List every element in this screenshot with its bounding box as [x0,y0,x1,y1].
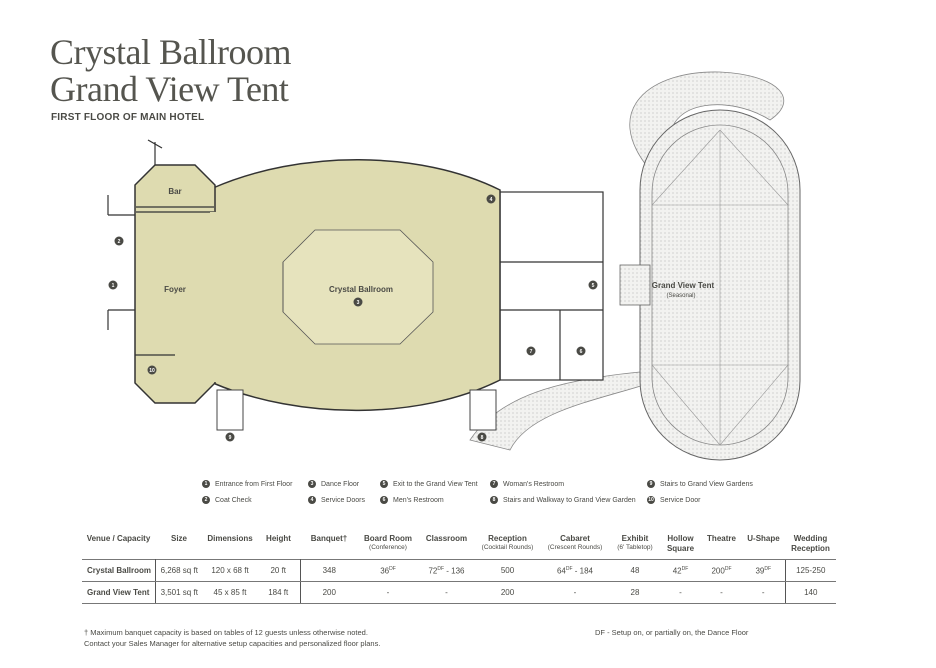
column-header: Classroom [425,534,468,543]
table-cell: 36DF [358,559,418,582]
column-header: Size [170,534,187,543]
svg-text:5: 5 [592,283,595,289]
footnotes: † Maximum banquet capacity is based on t… [84,627,380,649]
ballroom-label: Crystal Ballroom [329,285,393,294]
table-cell: 64DF - 184 [540,559,610,582]
svg-text:4: 4 [490,197,493,203]
table-cell: 72DF - 136 [418,559,475,582]
walkway [469,371,662,451]
svg-text:8: 8 [481,435,484,441]
column-header: Wedding Reception [791,534,830,553]
grand-view-tent [619,109,801,461]
table-cell: 3,501 sq ft [155,581,203,604]
table-cell: 45 x 85 ft [203,581,257,604]
table-cell: - [358,581,418,604]
footnote-banquet: † Maximum banquet capacity is based on t… [84,628,368,637]
table-cell: 348 [300,559,358,582]
table-cell: 48 [610,559,660,582]
plan-markers: 1 2 3 4 5 6 7 8 9 10 [108,194,598,442]
table-cell: 42DF [660,559,701,582]
table-cell: 140 [784,581,836,604]
tent-note: (Seasonal) [666,293,695,299]
column-header: Dimensions [207,534,253,543]
column-header: Exhibit(6' Tabletop) [617,534,653,551]
svg-text:10: 10 [149,368,155,374]
foyer-area [134,164,216,404]
svg-text:6: 6 [580,349,583,355]
table-cell: 6,268 sq ft [155,559,203,582]
table-cell: - [742,581,785,604]
table-cell: - [660,581,701,604]
table-cell: - [540,581,610,604]
svg-text:9: 9 [229,435,232,441]
table-cell: 20 ft [257,559,301,582]
table-cell: 125-250 [784,559,836,582]
title-line-1: Crystal Ballroom [50,32,291,72]
venue-name: Grand View Tent [82,581,156,604]
svg-text:3: 3 [357,300,360,306]
table-cell: 200DF [701,559,742,582]
foyer-label: Foyer [164,285,186,294]
tent-label: Grand View Tent [652,281,715,290]
table-cell: 120 x 68 ft [203,559,257,582]
page-title: Crystal Ballroom Grand View Tent [50,34,291,108]
column-header: Height [266,534,291,543]
service-area [499,191,604,381]
column-header: U-Shape [747,534,780,543]
floor-plan: Bar Foyer Crystal Ballroom Grand View Te… [107,71,801,461]
venue-name: Crystal Ballroom [82,559,156,582]
table-cell: 200 [300,581,358,604]
page-subtitle: FIRST FLOOR OF MAIN HOTEL [51,112,205,123]
tent-garden-walkway [629,71,785,171]
table-cell: - [418,581,475,604]
table-cell: 184 ft [257,581,301,604]
bar-label: Bar [168,187,181,196]
df-note: DF - Setup on, or partially on, the Danc… [595,628,749,637]
column-header: Banquet† [310,534,348,543]
table-cell: 200 [475,581,540,604]
table-cell: 28 [610,581,660,604]
svg-text:1: 1 [112,283,115,289]
stairs-right [469,389,497,431]
column-header: Venue / Capacity [86,534,151,543]
stairs-left [216,389,244,431]
title-line-2: Grand View Tent [50,69,289,109]
table-cell: - [701,581,742,604]
table-cell: 500 [475,559,540,582]
footnote-contact: Contact your Sales Manager for alternati… [84,639,381,648]
svg-text:7: 7 [530,349,533,355]
capacity-table: Venue / Capacity Size Dimensions Height Banq… [82,530,836,604]
column-header: Cabaret(Crescent Rounds) [547,534,603,551]
table-cell: 39DF [742,559,785,582]
column-header: Hollow Square [666,534,695,553]
column-header: Reception(Cocktail Rounds) [481,534,534,551]
column-header: Theatre [707,534,736,543]
svg-text:2: 2 [118,239,121,245]
column-header: Board Room(Conference) [364,534,412,551]
